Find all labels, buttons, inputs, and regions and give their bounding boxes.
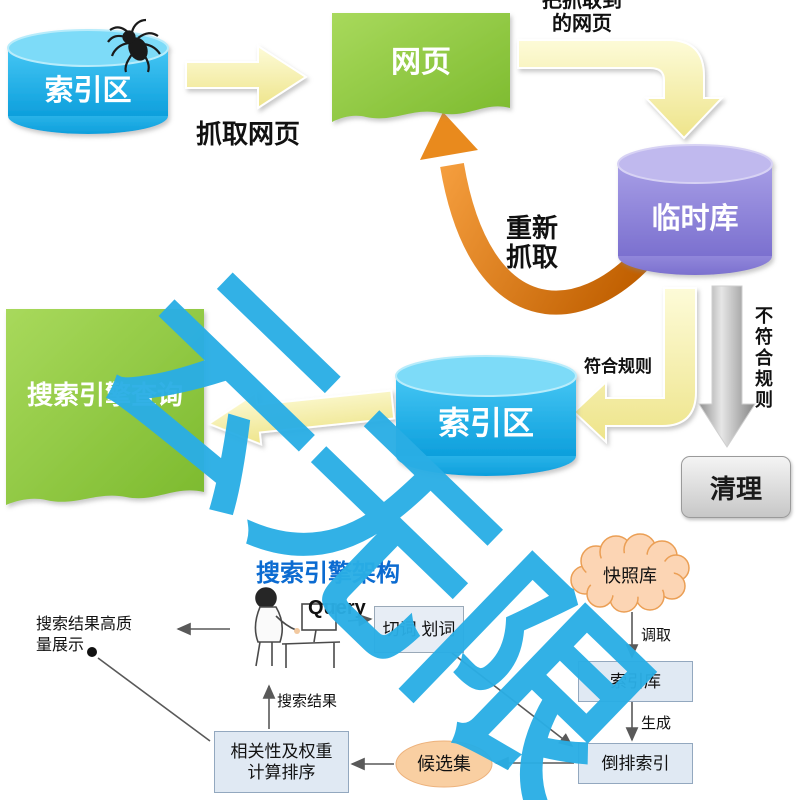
- arrow-to-tempdb: [517, 39, 725, 140]
- connector-query-to-segmentation: [347, 613, 373, 627]
- rule-mismatch-label: 不符合规则: [753, 306, 773, 411]
- clean-box: 清理: [681, 456, 791, 518]
- recrawl-line2: 抓取: [505, 242, 558, 272]
- ranking-box: 相关性及权重 计算排序: [214, 731, 349, 793]
- connector-segmentation-to-inverted: [451, 652, 574, 747]
- webpage-doc: 网页: [332, 13, 510, 122]
- arrow-to-query: [206, 389, 396, 447]
- segmentation-box: 切词 划词: [374, 606, 464, 653]
- index-db-label: 索引区: [44, 74, 131, 107]
- fetch-label: 调取: [641, 627, 672, 644]
- temp-db-cylinder: 临时库: [617, 144, 773, 275]
- ranking-line1: 相关性及权重: [230, 742, 333, 761]
- rule-match-label: 符合规则: [584, 357, 652, 376]
- crawl-label: 抓取网页: [195, 119, 300, 149]
- arrow-crawl: [185, 44, 308, 110]
- arrow-recrawl-curve: [440, 162, 658, 315]
- person-computer-icon: [254, 587, 341, 668]
- recrawl-line1: 重新: [505, 213, 558, 243]
- spider-note-line1: 把抓取到: [542, 0, 622, 12]
- index-db2-cylinder: 索引区: [395, 355, 577, 476]
- results-label: 搜索结果高质 量展示: [36, 614, 140, 656]
- inverted-index-box: 倒排索引: [578, 743, 693, 784]
- recrawl-label: 重新 抓取: [494, 214, 570, 272]
- candidate-ellipse: 候选集: [395, 740, 493, 788]
- bottom-title: 搜索引擎架构: [256, 560, 400, 587]
- search-query-label: 搜索引擎查询: [27, 380, 183, 410]
- arrow-recrawl-head: [420, 112, 478, 160]
- results-line1: 搜索结果高质: [36, 616, 133, 633]
- index-db-cylinder: 索引区: [7, 29, 169, 134]
- snapshot-cloud: 快照库: [570, 533, 690, 613]
- endpoint-dot: [87, 647, 97, 657]
- generate-label: 生成: [641, 715, 672, 732]
- search-query-doc: 搜索引擎查询: [6, 309, 204, 505]
- arrow-to-index: [572, 287, 697, 445]
- arrow-to-clean: [698, 285, 756, 448]
- candidate-label: 候选集: [417, 754, 471, 774]
- spider-note-line2: 的网页: [552, 13, 612, 35]
- spider-note: 把抓取到 的网页: [512, 0, 652, 36]
- connector-ranking-to-dot: [97, 657, 211, 742]
- spider-icon: [107, 18, 161, 73]
- feedback-label: 搜索结果: [277, 693, 338, 710]
- query-label: Query: [308, 597, 366, 619]
- results-line2: 量展示: [36, 637, 85, 654]
- index-db2-label: 索引区: [438, 405, 534, 441]
- ranking-line2: 计算排序: [247, 763, 316, 782]
- temp-db-label: 临时库: [651, 201, 738, 235]
- webpage-label: 网页: [391, 46, 451, 79]
- index-store-box: 索引库: [578, 661, 693, 702]
- snapshot-label: 快照库: [603, 566, 657, 586]
